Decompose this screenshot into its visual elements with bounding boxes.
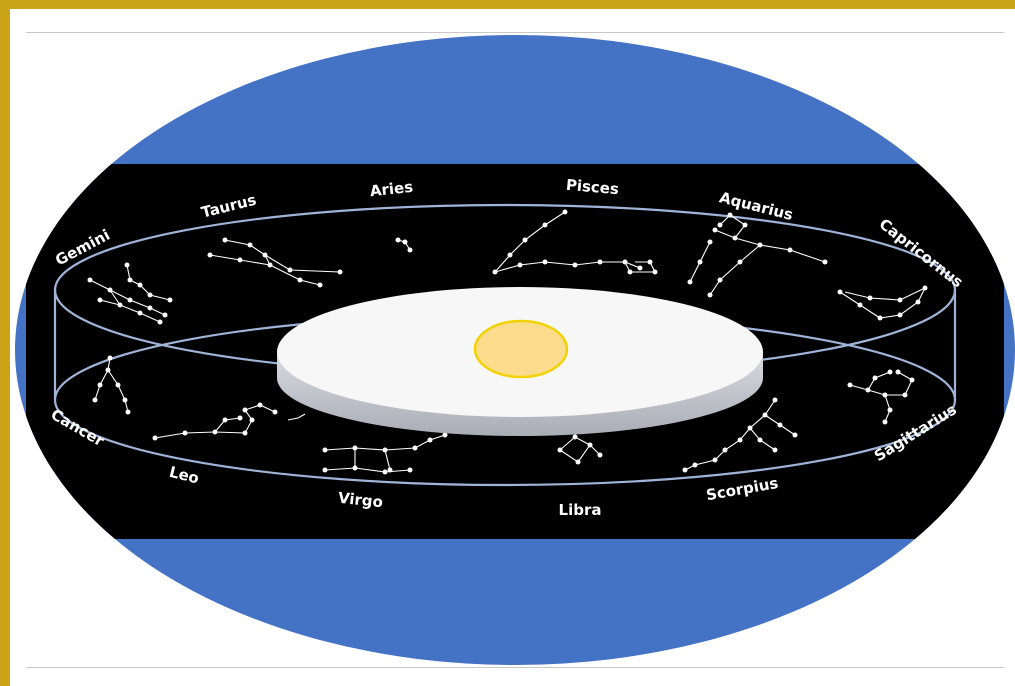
top-rule: [26, 32, 1004, 33]
label-pisces: Pisces: [565, 176, 619, 199]
frame-left-border: [0, 0, 10, 686]
frame-top-border: [0, 0, 1015, 9]
sun: [473, 319, 569, 379]
label-virgo: Virgo: [337, 489, 384, 512]
label-libra: Libra: [559, 501, 602, 519]
bottom-rule: [26, 667, 1004, 668]
constellation-stars: [87, 209, 928, 475]
label-aries: Aries: [369, 178, 414, 200]
